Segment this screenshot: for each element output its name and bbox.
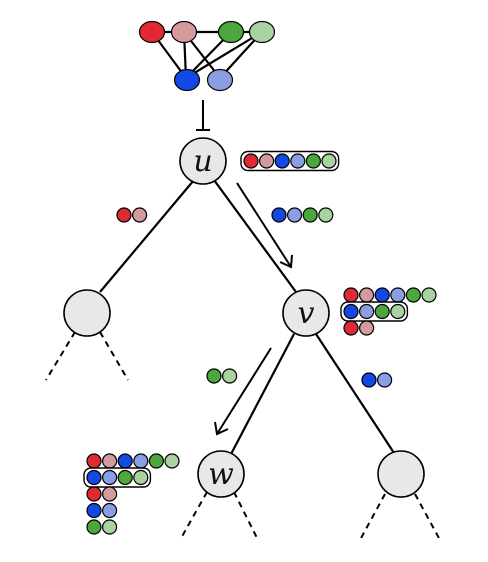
tree-edge-v-w <box>229 333 295 457</box>
color-dot-lightgreen <box>321 153 337 169</box>
color-dot-lightgreen <box>318 207 334 223</box>
node-set-w-row <box>86 453 180 469</box>
tree-node-w <box>197 450 245 498</box>
color-dot-lightgreen <box>164 453 180 469</box>
tree-node-v <box>282 289 330 337</box>
traversal-arrow-u-to-v <box>236 182 292 268</box>
node-set-w-row <box>83 467 152 488</box>
color-dot-lightblue <box>287 207 303 223</box>
color-dot-blue <box>361 372 377 388</box>
color-dot-blue <box>374 287 390 303</box>
color-dot-blue <box>274 153 290 169</box>
color-dot-green <box>405 287 421 303</box>
graph-vertices <box>138 20 276 92</box>
tree-edge-u-left <box>99 179 195 293</box>
edge-set-u-left <box>116 207 148 223</box>
color-dot-green <box>374 303 390 320</box>
graph-vertex-lightblue <box>206 68 234 92</box>
color-dot-pink <box>359 320 375 336</box>
color-dot-lightgreen <box>390 303 406 320</box>
color-dot-red <box>243 153 259 169</box>
edge-set-u-right <box>271 207 334 223</box>
traversal-arrow-v-to-w-head <box>214 421 229 436</box>
tree-node-right <box>377 450 425 498</box>
tree-node-u <box>179 137 227 185</box>
graph-edge-lightgreen-blue <box>185 31 263 79</box>
color-dot-blue <box>271 207 287 223</box>
edge-set-v-left <box>206 368 238 384</box>
color-dot-red <box>86 486 102 502</box>
color-dot-red <box>343 287 359 303</box>
color-dot-blue <box>117 453 133 469</box>
color-sets <box>83 150 437 535</box>
color-dot-lightblue <box>133 453 149 469</box>
color-dot-blue <box>86 502 102 519</box>
node-set-v-row <box>343 320 375 336</box>
graph-vertex-red <box>138 20 166 44</box>
color-dot-red <box>343 320 359 336</box>
color-dot-lightblue <box>101 502 118 519</box>
graph-vertex-green <box>217 20 245 44</box>
color-dot-lightblue <box>101 469 118 486</box>
node-set-w-row <box>86 502 118 519</box>
dashed-edge <box>359 493 386 541</box>
color-dot-red <box>86 453 102 469</box>
color-dot-green <box>117 469 133 486</box>
dashed-edge <box>414 493 441 541</box>
node-set-u-row <box>240 150 340 172</box>
node-set-v-row <box>340 301 409 322</box>
node-label-v: v <box>298 296 315 331</box>
tree-edge-v-right <box>315 333 397 457</box>
color-dot-lightgreen <box>222 368 238 384</box>
traversal-arrow-v-to-w <box>216 347 272 435</box>
node-set-w-row <box>86 519 118 535</box>
node-label-w: w <box>208 457 234 492</box>
group-box <box>240 150 340 172</box>
tree-node-left <box>63 289 111 337</box>
traversal-arrow-u-to-v-head <box>279 254 293 269</box>
node-label-u: u <box>193 144 212 179</box>
color-dot-green <box>86 519 102 535</box>
color-dot-green <box>302 207 318 223</box>
color-dot-red <box>116 207 132 223</box>
color-dot-pink <box>132 207 148 223</box>
dashed-edge <box>233 491 259 541</box>
graph-edges <box>151 30 263 79</box>
color-dot-blue <box>86 469 102 486</box>
color-dot-pink <box>359 287 375 303</box>
graph-vertex-pink <box>170 20 198 44</box>
group-box <box>83 467 152 488</box>
tree-edges <box>45 179 441 541</box>
color-dot-pink <box>101 453 118 469</box>
color-dot-green <box>305 153 321 169</box>
dashed-edge <box>99 331 129 381</box>
tree-edge-u-v <box>213 179 297 293</box>
color-dot-lightblue <box>290 153 306 169</box>
color-dot-lightgreen <box>133 469 149 486</box>
input-graph <box>138 20 276 92</box>
edge-set-v-right <box>361 372 393 388</box>
color-dot-blue <box>343 303 359 320</box>
tree-nodes: u v w <box>63 137 425 498</box>
color-dot-lightblue <box>377 372 393 388</box>
dashed-edge <box>45 331 76 381</box>
color-dot-lightblue <box>359 303 375 320</box>
color-dot-pink <box>259 153 275 169</box>
color-dot-green <box>148 453 164 469</box>
traversal-arrows <box>214 182 293 436</box>
group-box <box>340 301 409 322</box>
graph-vertex-blue <box>173 68 201 92</box>
color-dot-green <box>206 368 222 384</box>
graph-vertex-lightgreen <box>248 20 276 44</box>
color-dot-pink <box>101 486 118 502</box>
node-set-v-row <box>343 287 437 303</box>
node-set-w-row <box>86 486 118 502</box>
color-dot-lightblue <box>390 287 406 303</box>
color-dot-lightgreen <box>101 519 118 535</box>
color-dot-lightgreen <box>421 287 437 303</box>
dashed-edge <box>179 491 208 541</box>
